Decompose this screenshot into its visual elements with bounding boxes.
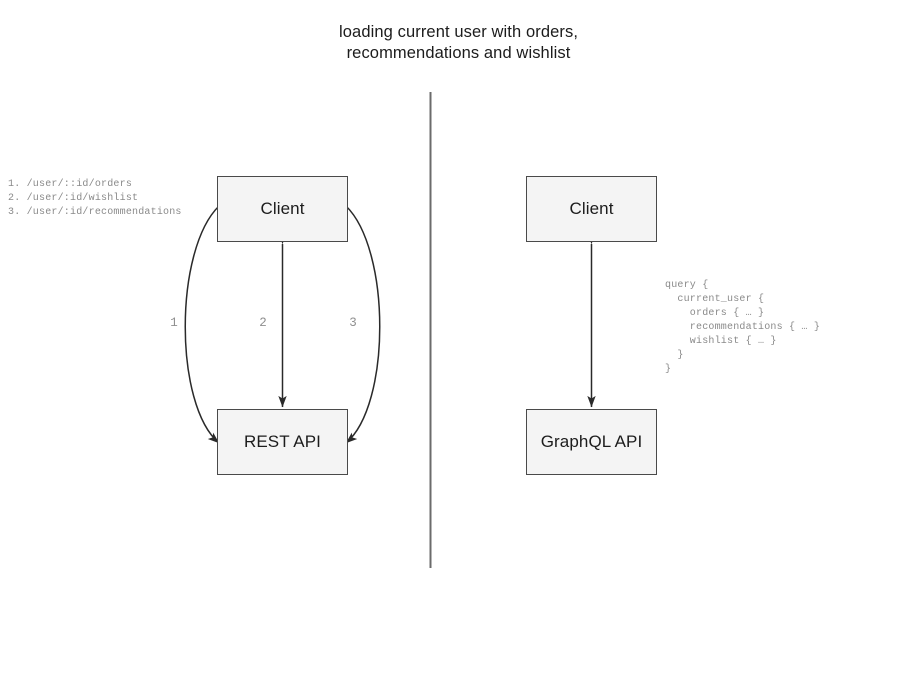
- edge-2-label: 2: [259, 316, 267, 330]
- node-client-right-label: Client: [569, 199, 614, 218]
- node-rest-api-label: REST API: [243, 432, 322, 451]
- node-client-left[interactable]: Client: [217, 176, 348, 242]
- edge-1-label: 1: [170, 316, 178, 330]
- node-rest-api[interactable]: REST API: [217, 409, 348, 475]
- node-graphql-api[interactable]: GraphQL API: [526, 409, 657, 475]
- node-client-right[interactable]: Client: [526, 176, 657, 242]
- rest-endpoints-annotation: 1. /user/::id/orders 2. /user/:id/wishli…: [8, 179, 182, 218]
- edge-3-curve: [335, 195, 381, 444]
- page-title: loading current user with orders, recomm…: [339, 23, 578, 62]
- node-graphql-api-label: GraphQL API: [540, 432, 643, 451]
- graphql-query-annotation: query { current_user { orders { … } reco…: [665, 280, 821, 375]
- edge-3-label: 3: [349, 316, 357, 330]
- node-client-left-label: Client: [260, 199, 305, 218]
- edge-1-curve: [184, 195, 230, 444]
